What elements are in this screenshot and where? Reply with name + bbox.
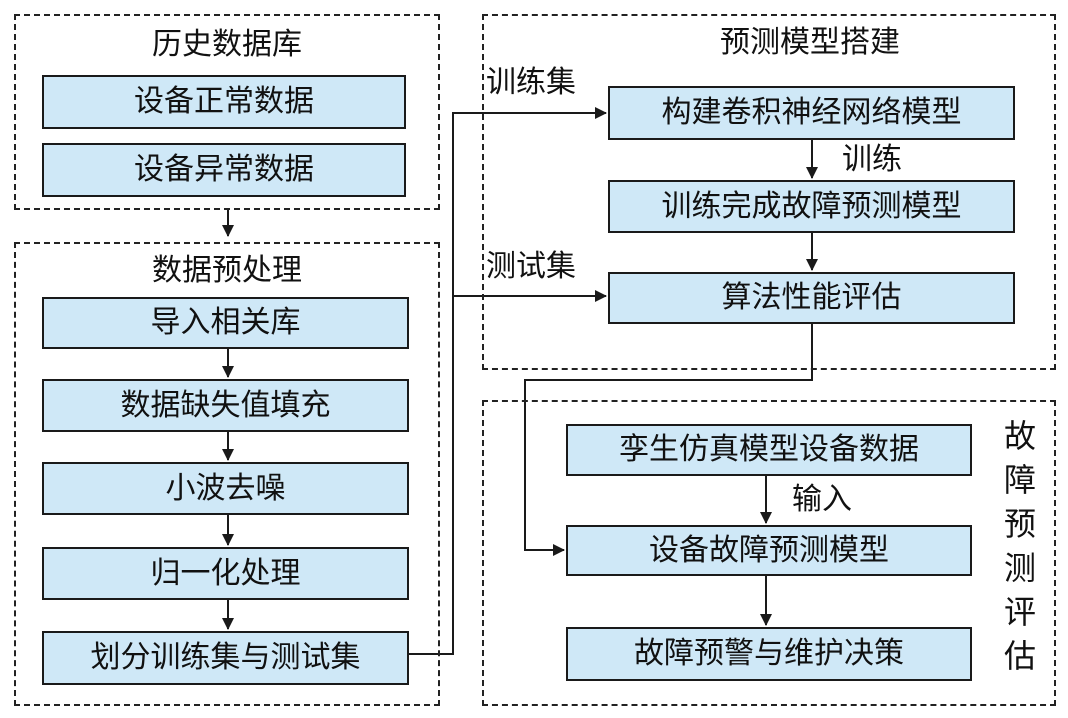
build-cnn-box: 构建卷积神经网络模型 (608, 86, 1015, 140)
abnormal-data-box: 设备异常数据 (42, 143, 406, 197)
arrow-eval-to-fault-model (524, 324, 813, 556)
fill-missing-box: 数据缺失值填充 (42, 379, 409, 432)
edge-label-train-set: 训练集 (486, 65, 576, 100)
performance-eval-box: 算法性能评估 (608, 272, 1015, 324)
edge-label-test-set: 测试集 (486, 249, 576, 284)
edge-label-train: 训练 (842, 142, 902, 177)
model-build-title: 预测模型搭建 (720, 25, 900, 60)
twin-data-box: 孪生仿真模型设备数据 (566, 424, 972, 476)
normalize-box: 归一化处理 (42, 547, 409, 600)
arrow-split-to-train (409, 107, 607, 655)
edge-label-input: 输入 (792, 482, 852, 517)
history-db-title: 历史数据库 (152, 27, 302, 62)
import-libs-box: 导入相关库 (42, 297, 409, 349)
warning-decision-box: 故障预警与维护决策 (566, 627, 972, 681)
preprocess-group (14, 242, 440, 706)
preprocess-title: 数据预处理 (152, 253, 302, 288)
fault-eval-group (482, 400, 1056, 706)
wavelet-denoise-box: 小波去噪 (42, 462, 409, 515)
trained-model-box: 训练完成故障预测模型 (608, 180, 1015, 233)
history-db-group (14, 14, 440, 210)
split-dataset-box: 划分训练集与测试集 (42, 631, 409, 685)
fault-eval-title: 故障预测评估 (1003, 417, 1036, 675)
fault-model-box: 设备故障预测模型 (566, 525, 972, 576)
normal-data-box: 设备正常数据 (42, 75, 406, 129)
model-build-group (482, 14, 1056, 370)
